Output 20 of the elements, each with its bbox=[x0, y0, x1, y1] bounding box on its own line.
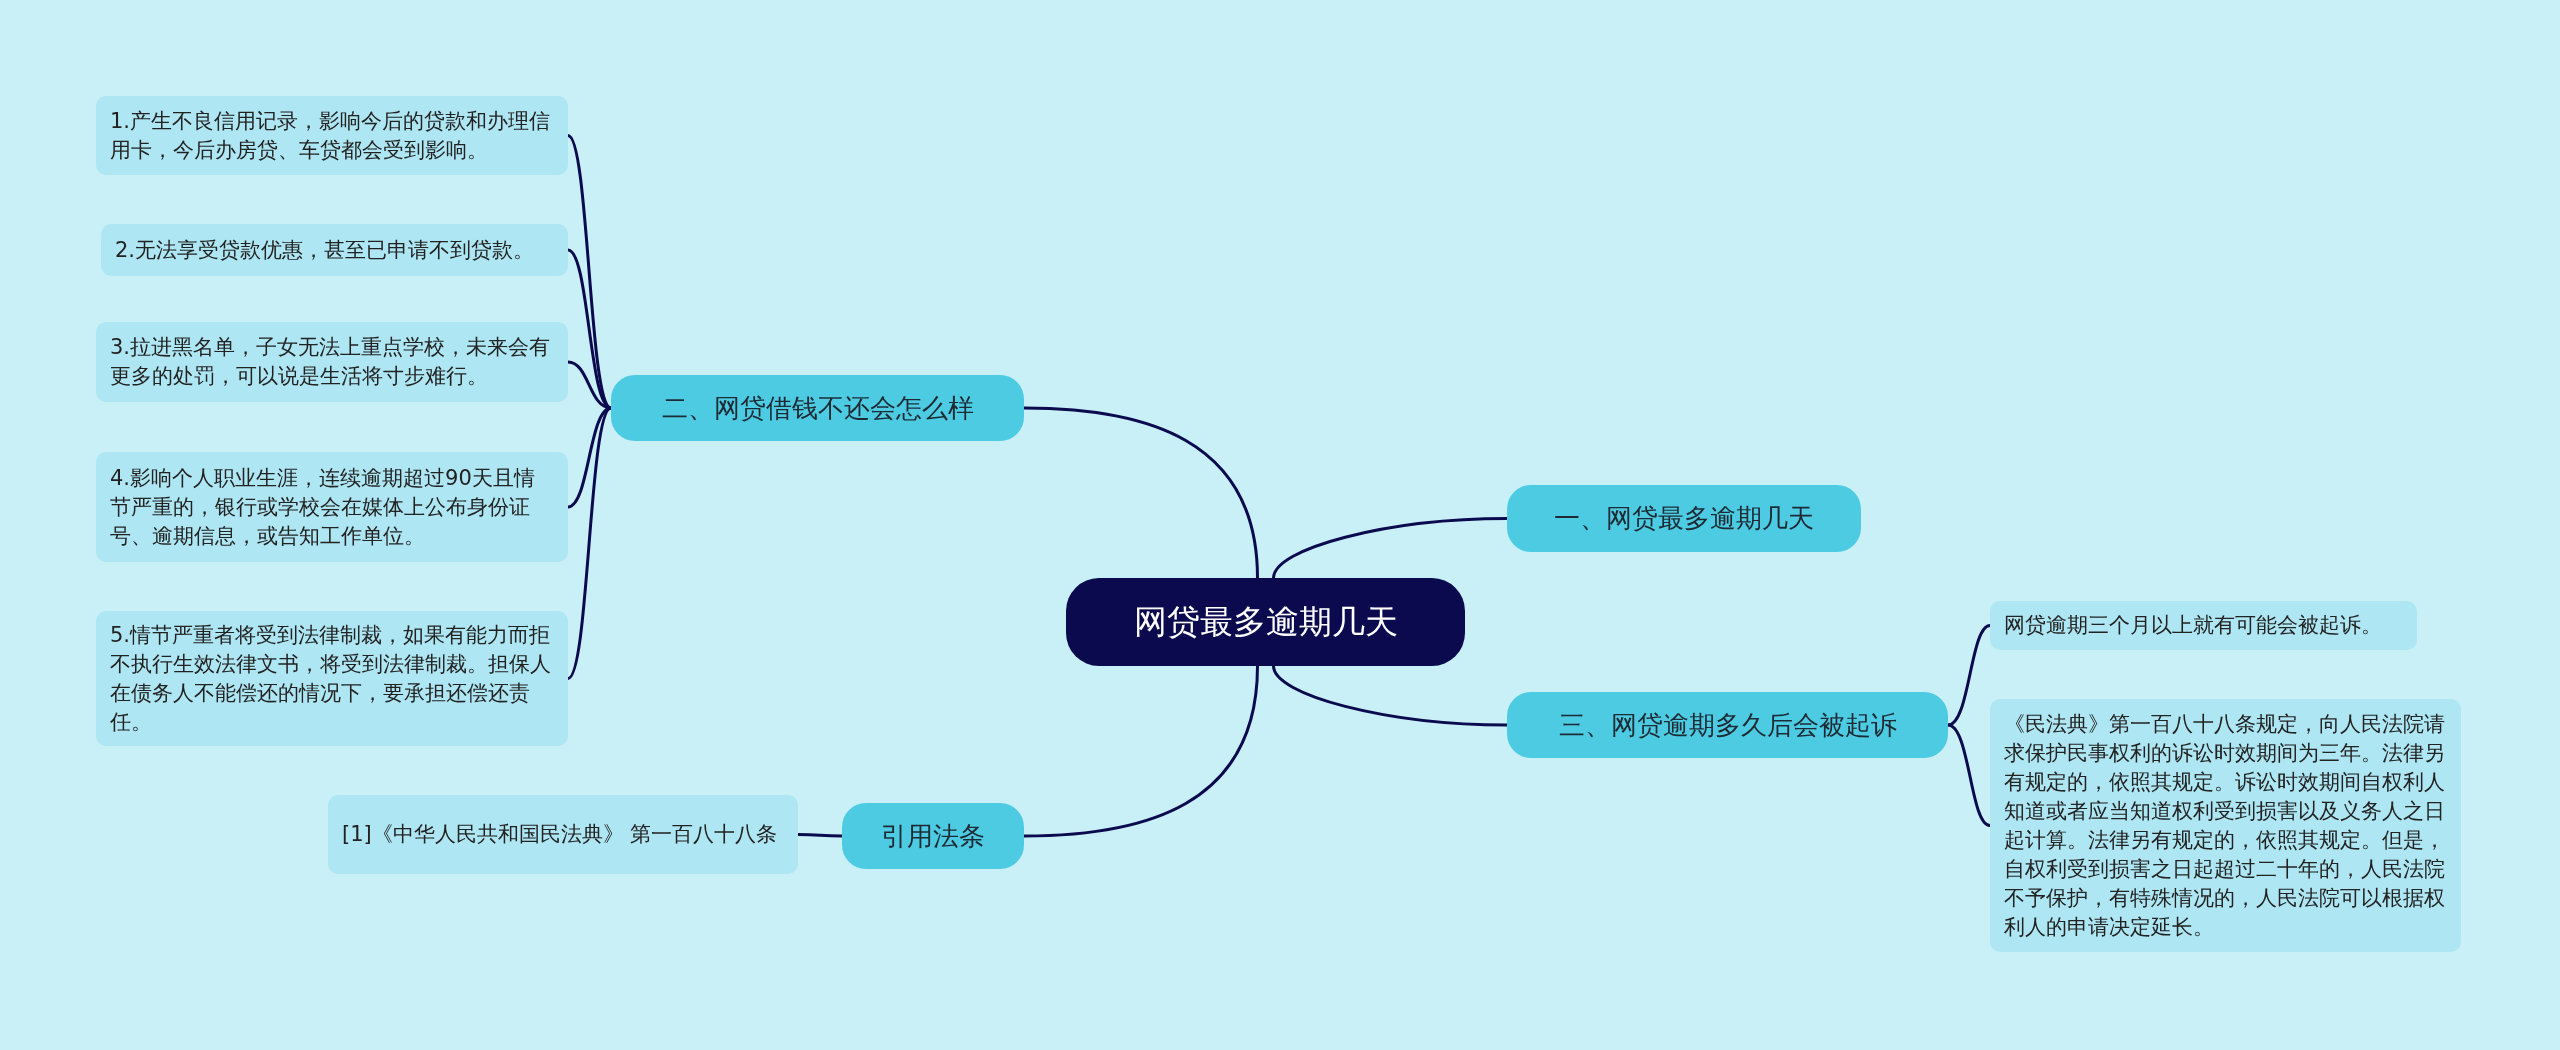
connector-line bbox=[1023, 665, 1259, 838]
topic-box: 二、网贷借钱不还会怎么样 bbox=[611, 375, 1024, 441]
connector-line bbox=[1947, 624, 1991, 727]
topic-box: 三、网贷逾期多久后会被起诉 bbox=[1507, 692, 1948, 758]
topic-box: 一、网贷最多逾期几天 bbox=[1507, 485, 1861, 552]
topic-box: 引用法条 bbox=[842, 803, 1024, 869]
note-box: 网贷逾期三个月以上就有可能会被起诉。 bbox=[1990, 601, 2417, 650]
connector-line bbox=[1272, 665, 1508, 727]
note-box: [1]《中华人民共和国民法典》 第一百八十八条 bbox=[328, 795, 798, 874]
note-box: 2.无法享受贷款优惠，甚至已申请不到贷款。 bbox=[101, 224, 568, 276]
note-box: 5.情节严重者将受到法律制裁，如果有能力而拒不执行生效法律文书，将受到法律制裁。担保人在债务人不能偿还的情况下，要承担还偿还责任。 bbox=[96, 611, 568, 746]
note-box: 4.影响个人职业生涯，连续逾期超过90天且情节严重的，银行或学校会在媒体上公布身份证号、逾期信息，或告知工作单位。 bbox=[96, 452, 568, 562]
note-box: 3.拉进黑名单，子女无法上重点学校，未来会有更多的处罚，可以说是生活将寸步难行。 bbox=[96, 322, 568, 402]
connector-line bbox=[798, 833, 842, 838]
connector-line bbox=[1947, 723, 1991, 827]
note-box: 1.产生不良信用记录，影响今后的贷款和办理信用卡，今后办房贷、车贷都会受到影响。 bbox=[96, 96, 568, 175]
connector-line bbox=[1023, 406, 1259, 579]
note-box: 《民法典》第一百八十八条规定，向人民法院请求保护民事权利的诉讼时效期间为三年。法律另有规定的，依照其规定。诉讼时效期间自权利人知道或者应当知道权利受到损害以及义务人之日起计算。法律另有规定的，依照其规定。但是，自权利受到损害之日起超过二十年的，人民法院不予保护，有特殊情况的，人民法院可以根据权利人的申请决定延长。 bbox=[1990, 699, 2461, 952]
connector-line bbox=[1272, 517, 1508, 579]
central-topic: 网贷最多逾期几天 bbox=[1066, 578, 1465, 666]
